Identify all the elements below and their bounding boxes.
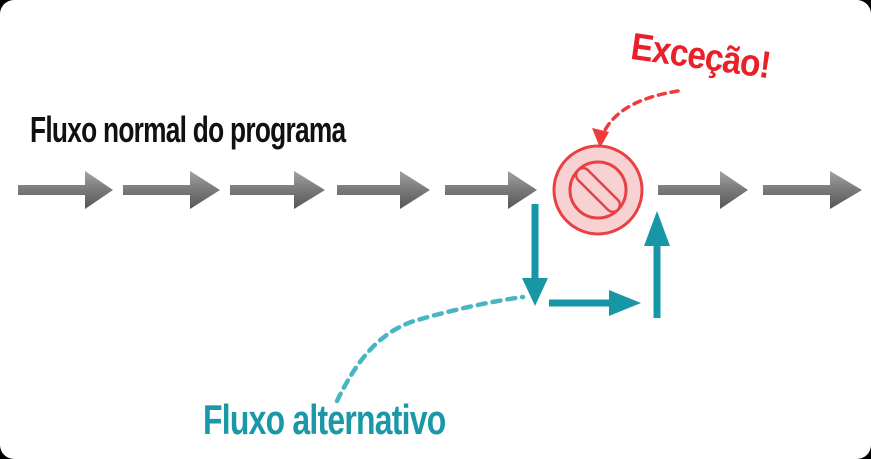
exception-pointer-arrow bbox=[592, 89, 680, 148]
alternative-flow-label-text: Fluxo alternativo bbox=[203, 396, 446, 443]
alternative-pointer-curve bbox=[334, 294, 526, 404]
normal-flow-arrow-1 bbox=[18, 171, 113, 209]
alt-arrow-right-head bbox=[609, 290, 641, 316]
exception-pointer-head bbox=[592, 128, 609, 148]
no-entry-slash bbox=[574, 166, 622, 214]
alt-arrow-up-head bbox=[644, 211, 670, 246]
normal-flow-arrow-3 bbox=[230, 171, 325, 209]
no-entry-icon bbox=[552, 144, 644, 236]
alternative-flow-arrows bbox=[522, 204, 670, 318]
no-entry-ring bbox=[568, 160, 628, 220]
normal-flow-arrow-5 bbox=[445, 171, 537, 209]
normal-flow-arrows bbox=[18, 171, 862, 209]
alternative-flow-label: Fluxo alternativo bbox=[203, 396, 446, 443]
normal-flow-arrow-7 bbox=[763, 171, 862, 209]
normal-flow-arrow-6 bbox=[658, 171, 748, 209]
alt-arrow-down-head bbox=[522, 278, 548, 306]
normal-flow-arrow-2 bbox=[123, 171, 220, 209]
normal-flow-arrow-4 bbox=[337, 171, 430, 209]
exception-pointer-curve bbox=[601, 89, 680, 136]
normal-flow-label-text: Fluxo normal do programa bbox=[30, 109, 346, 150]
normal-flow-label: Fluxo normal do programa bbox=[30, 109, 346, 150]
